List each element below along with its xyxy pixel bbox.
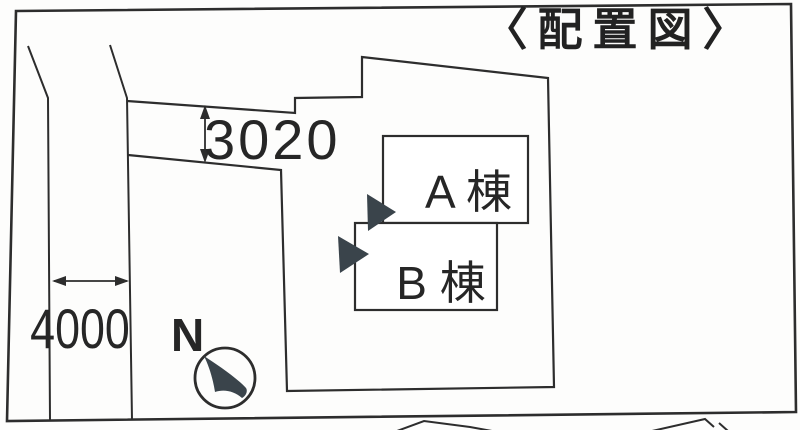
site-boundary [126, 55, 556, 393]
road-edge-east [109, 44, 133, 421]
building-b-label: B 棟 [396, 256, 486, 309]
compass-ring [193, 346, 257, 410]
dimension-label-4000: 4000 [30, 297, 130, 360]
page-title: 〈配置図〉 [482, 4, 758, 55]
north-compass-icon [193, 346, 257, 410]
arrowhead-left-icon [52, 276, 66, 286]
building-b-entrance-marker-icon [338, 236, 369, 273]
cutoff-tick [718, 422, 729, 430]
compass-needle [204, 356, 247, 398]
building-a-outline [381, 134, 530, 225]
dimension-arrow-3020 [200, 105, 210, 163]
building-a-label: A 棟 [425, 165, 512, 218]
arrowhead-down-icon [200, 149, 210, 163]
building-b-outline [353, 221, 499, 312]
road-edge-west [27, 45, 51, 421]
cutoff-peak-right [651, 417, 715, 430]
dimension-label-3020: 3020 [204, 108, 341, 171]
north-label: N [171, 309, 205, 361]
cutoff-marks [396, 417, 729, 430]
building-a-entrance-marker-icon [367, 194, 396, 231]
cutoff-peak-left [396, 419, 493, 430]
drawing-frame [5, 2, 798, 423]
arrowhead-right-icon [115, 276, 129, 286]
arrowhead-up-icon [200, 105, 210, 119]
dimension-arrow-4000 [52, 276, 129, 286]
